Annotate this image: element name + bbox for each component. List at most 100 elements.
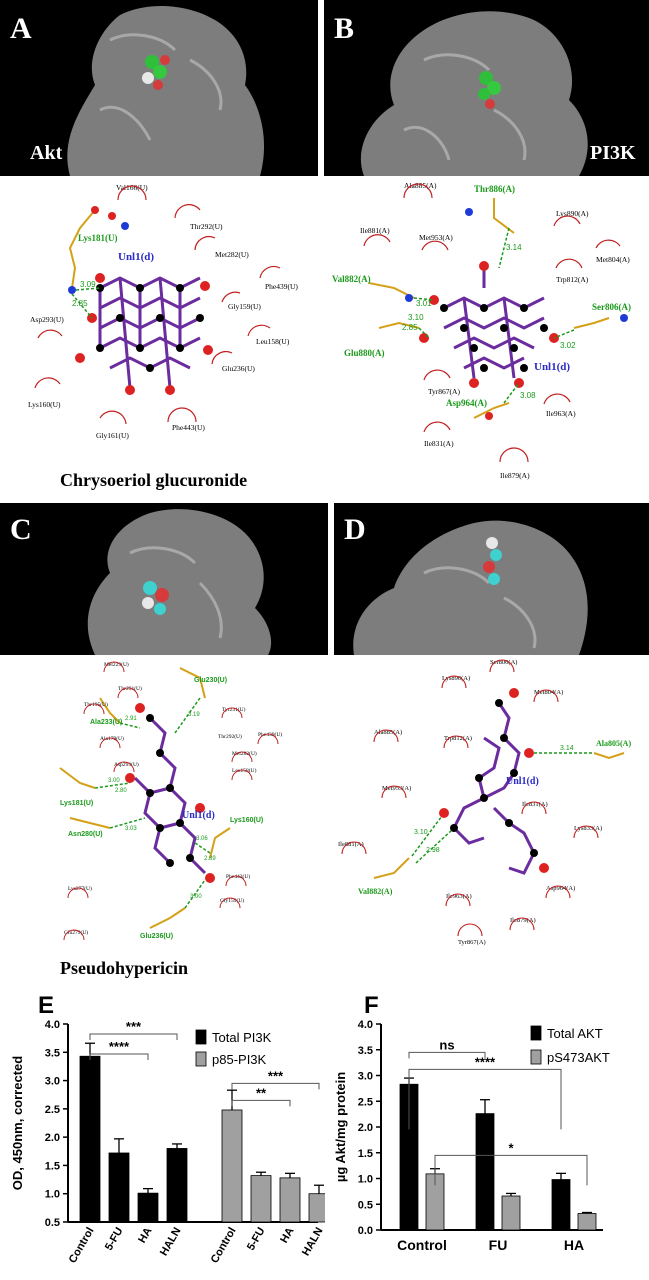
ligand-name-label: Unl1(d) — [534, 361, 570, 373]
x-tick-label: 5-FU — [245, 1225, 268, 1252]
y-tick-label: 0.5 — [358, 1199, 373, 1211]
bar — [279, 1177, 301, 1223]
ligplot-a: Lys181(U) 3.09 2.85 Unl1(d) Val166(U) Th… — [28, 183, 298, 440]
ligand-name-label: Unl1(d) — [118, 251, 154, 263]
hbond-lines-b — [413, 227, 575, 404]
hbond-residues-b — [368, 198, 610, 419]
panel-letter-c: C — [10, 513, 32, 546]
x-tick-label: FU — [489, 1237, 508, 1253]
hbond-residue-label: Val882(A) — [332, 274, 371, 284]
hbond-distance-label: 3.01 — [416, 299, 432, 308]
y-tick-label: 3.5 — [358, 1045, 373, 1057]
svg-text:Met229(U): Met229(U) — [104, 661, 129, 668]
lys181-residue-a — [68, 209, 96, 289]
x-tick-label: Control — [67, 1226, 97, 1266]
svg-text:Ile879(A): Ile879(A) — [500, 471, 530, 480]
bar — [79, 1055, 101, 1223]
y-tick-label: 4.0 — [358, 1019, 373, 1031]
svg-text:Thr292(U): Thr292(U) — [190, 222, 223, 231]
hbond-residue-label: Ala805(A) — [596, 739, 631, 748]
x-tick-label: Control — [397, 1237, 447, 1253]
hbond-distance-label: 2.85 — [72, 299, 88, 308]
x-tick-label: HA — [564, 1237, 584, 1253]
svg-text:Met953(A): Met953(A) — [382, 785, 411, 792]
hbond-distance-label: 2.85 — [402, 323, 418, 332]
protein-surface-c — [87, 509, 272, 655]
hbond-residue-label: Glu880(A) — [344, 348, 385, 358]
ligand-name-label: Unl1(d) — [182, 810, 215, 821]
hbond-distance-label: 3.00 — [108, 778, 120, 784]
legend-swatch — [530, 1049, 542, 1065]
panel-letter-b: B — [334, 12, 355, 45]
hbond-distance-label: 3.00 — [190, 894, 202, 900]
y-tick-label: 3.0 — [45, 1076, 60, 1088]
sig-e-1-label: *** — [126, 1019, 142, 1034]
legend-label: p85-PI3K — [212, 1052, 267, 1067]
legend-label: Total AKT — [547, 1026, 603, 1041]
ligand-atoms-b — [419, 261, 559, 388]
svg-text:Met804(A): Met804(A) — [534, 689, 563, 696]
bar — [221, 1109, 243, 1223]
x-tick-label: HA — [278, 1225, 296, 1245]
svg-text:Gly159(U): Gly159(U) — [228, 302, 261, 311]
svg-text:Tyr867(A): Tyr867(A) — [458, 939, 486, 946]
hydrophobic-arcs-a — [34, 185, 281, 425]
hbond-residue-label: Glu230(U) — [194, 677, 227, 684]
ligand-name-label: Unl1(d) — [506, 776, 539, 787]
legend-label: pS473AKT — [547, 1050, 610, 1065]
protein-surface-b — [360, 11, 588, 176]
hbond-residue-label: Val882(A) — [358, 887, 393, 896]
hbond-residue-label: Ser806(A) — [592, 302, 631, 312]
hbond-residue-label: Asp964(A) — [446, 398, 487, 408]
svg-text:Phe439(U): Phe439(U) — [265, 282, 298, 291]
bar — [475, 1113, 495, 1231]
svg-text:Ser806(A): Ser806(A) — [490, 659, 517, 666]
bar — [166, 1148, 188, 1223]
svg-text:Ile831(A): Ile831(A) — [424, 439, 454, 448]
ligplot-b: Thr886(A) Val882(A) Glu880(A) Asp964(A) … — [332, 181, 631, 480]
surface-panel-d: D — [334, 503, 649, 655]
bar — [501, 1195, 521, 1231]
hbond-distance-label: 2.89 — [204, 856, 216, 862]
y-tick-label: 1.5 — [45, 1160, 60, 1172]
x-tick-label: Control — [209, 1226, 239, 1266]
svg-text:Glu279(U): Glu279(U) — [64, 929, 88, 936]
y-axis-label: µg Akt/mg protein — [333, 1072, 348, 1182]
ligand-skeleton-c — [133, 716, 207, 875]
hydrophobic-labels-d: Ser806(A) Lys890(A) Met804(A) Ala885(A) … — [338, 659, 602, 946]
sig-f-2-bracket — [408, 1068, 562, 1130]
y-tick-label: 2.5 — [45, 1104, 60, 1116]
svg-text:Trp812(A): Trp812(A) — [444, 735, 472, 742]
y-tick-label: 2.0 — [358, 1122, 373, 1134]
y-tick-label: 1.0 — [45, 1189, 60, 1201]
hbond-distance-label: 2.98 — [426, 847, 440, 854]
hydrophobic-arcs-c — [63, 661, 279, 941]
sig-e-4-label: ** — [256, 1085, 267, 1100]
ligplot-d: Ala805(A) Val882(A) 3.14 3.10 2.98 Unl1(… — [338, 659, 631, 946]
hbond-residue-label: Asn280(U) — [68, 831, 103, 838]
protein-surface-d — [353, 520, 588, 655]
hydrophobic-labels-a: Val166(U) Thr292(U) Met282(U) Phe439(U) … — [28, 183, 298, 440]
panel-letter-f: F — [364, 992, 379, 1019]
legend-swatch — [530, 1025, 542, 1041]
svg-text:Glu236(U): Glu236(U) — [222, 364, 255, 373]
hydrophobic-arcs-d — [341, 659, 599, 937]
y-tick-label: 2.0 — [45, 1132, 60, 1144]
sig-e-3-label: *** — [268, 1068, 284, 1083]
y-tick-label: 1.5 — [358, 1148, 373, 1160]
hbond-distance-label: 3.09 — [80, 280, 96, 289]
hbond-distance-label: 2.91 — [125, 716, 137, 722]
hbond-residue-label: Lys181(U) — [78, 233, 118, 243]
protein-surface-a — [67, 6, 265, 176]
hbond-distance-label: 2.80 — [115, 788, 127, 794]
hbond-lines-c — [94, 697, 211, 909]
compound-name-bottom: Pseudohypericin — [60, 958, 189, 978]
legend-label: Total PI3K — [212, 1030, 272, 1045]
sig-f-3-label: * — [508, 1140, 514, 1155]
x-tick-label: HALN — [300, 1225, 325, 1258]
hbond-distance-label: 3.14 — [506, 243, 522, 252]
hbond-residue-label: Glu236(U) — [140, 933, 173, 940]
svg-text:Asp964(A): Asp964(A) — [546, 885, 575, 892]
svg-text:Gly159(U): Gly159(U) — [220, 897, 244, 904]
svg-text:Thr292(U): Thr292(U) — [218, 733, 242, 740]
